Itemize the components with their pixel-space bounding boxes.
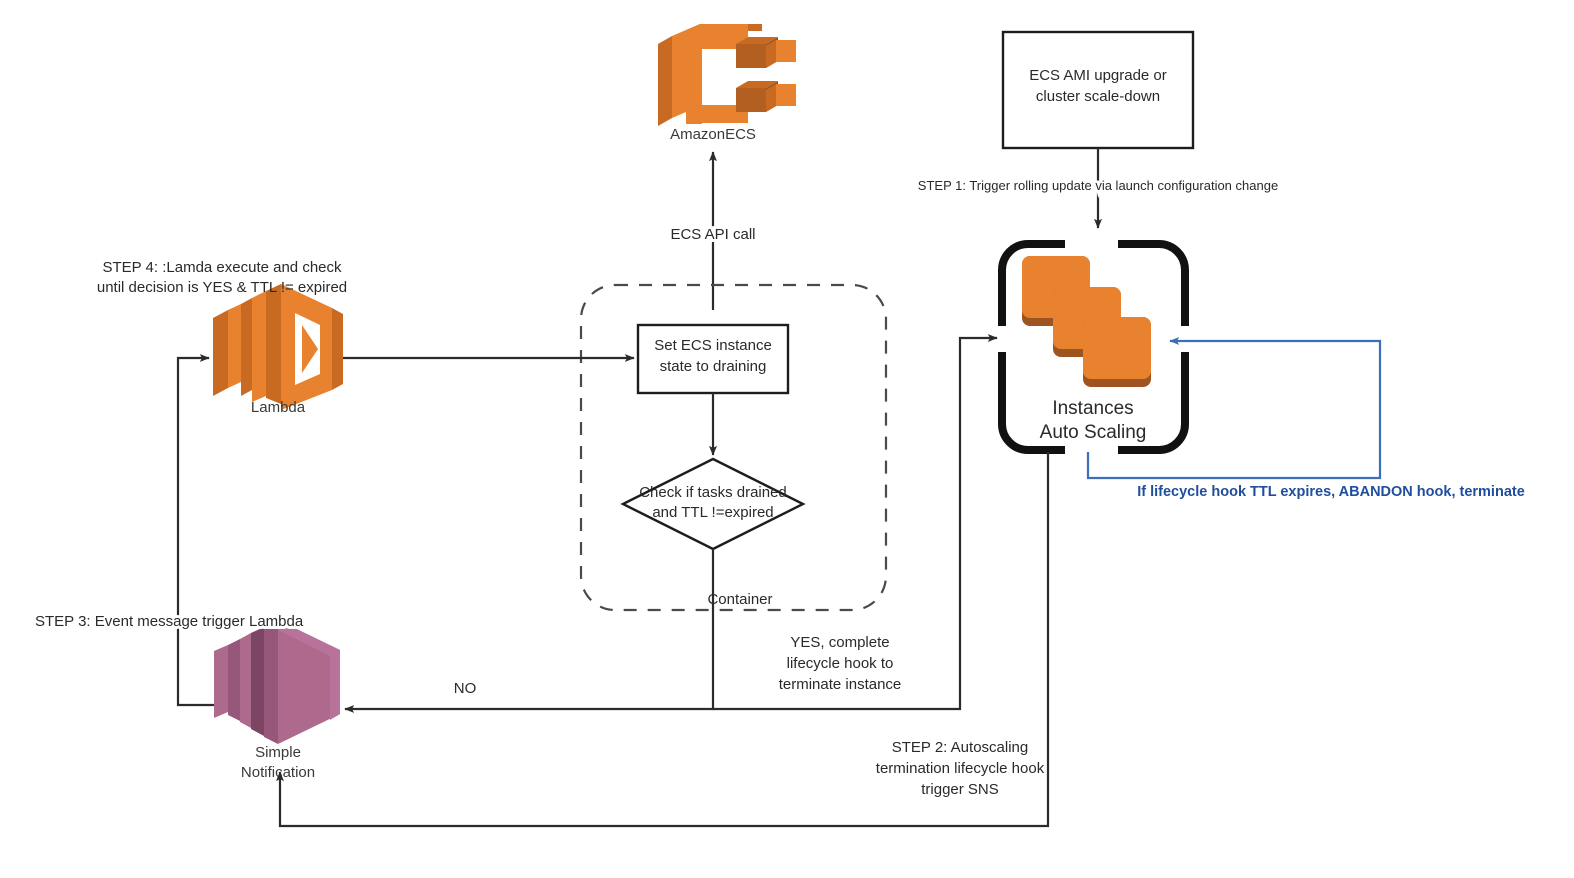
edge-label-no: NO: [454, 680, 477, 697]
edge-label-step2-line1: STEP 2: Autoscaling: [892, 739, 1028, 756]
edge-step3-sns-to-lambda: [176, 354, 214, 707]
edge-yes-branch: [713, 334, 998, 711]
edge-label-ecs-api-call: ECS API call: [670, 226, 755, 243]
edge-step2-asg-to-sns: [276, 452, 1050, 828]
sns-label-line1: Simple: [255, 744, 301, 761]
autoscaling-group-node: Instances Auto Scaling: [998, 240, 1189, 454]
edge-label-step1: STEP 1: Trigger rolling update via launc…: [918, 178, 1278, 193]
sns-label-line2: Notification: [241, 764, 315, 781]
decision-diamond-node: Check if tasks drained and TTL !=expired: [620, 457, 806, 551]
edge-label-yes-line2: lifecycle hook to: [787, 655, 894, 672]
decision-line2: and TTL !=expired: [652, 504, 773, 521]
trigger-box-node: ECS AMI upgrade or cluster scale-down: [1001, 30, 1195, 150]
edge-label-step4-line2: until decision is YES & TTL != expired: [97, 279, 347, 296]
edge-label-step2-line2: termination lifecycle hook: [876, 760, 1045, 777]
trigger-box-rect: [1001, 30, 1195, 150]
container-dashed-rect: [579, 283, 888, 612]
trigger-box-line2: cluster scale-down: [1036, 88, 1160, 105]
amazon-ecs-node: AmazonECS: [658, 24, 796, 143]
amazon-ecs-icon: [658, 24, 796, 126]
asg-label-line2: Auto Scaling: [1040, 422, 1147, 443]
aws-lambda-icon: [213, 284, 343, 410]
amazon-sns-icon: [214, 620, 340, 744]
trigger-box-line1: ECS AMI upgrade or: [1029, 67, 1167, 84]
asg-label-line1: Instances: [1052, 398, 1133, 419]
aws-lambda-node: Lambda: [213, 284, 343, 416]
edge-no-branch: [344, 549, 715, 713]
container-label: Container: [707, 591, 772, 608]
draining-box-line2: state to draining: [660, 358, 767, 375]
edge-label-yes-line1: YES, complete: [790, 634, 889, 651]
edge-label-step3: STEP 3: Event message trigger Lambda: [35, 613, 304, 630]
amazon-ecs-label: AmazonECS: [670, 126, 756, 143]
lambda-label: Lambda: [251, 399, 306, 416]
edge-label-yes-line3: terminate instance: [779, 676, 902, 693]
decision-line1: Check if tasks drained: [639, 484, 787, 501]
edge-label-step2-line3: trigger SNS: [921, 781, 999, 798]
container-group-node: Container: [579, 283, 888, 612]
edge-label-step4-line1: STEP 4: :Lamda execute and check: [102, 259, 342, 276]
draining-box-node: Set ECS instance state to draining: [636, 323, 790, 395]
ec2-instances-stack-icon: [1022, 256, 1151, 387]
draining-box-line1: Set ECS instance: [654, 337, 772, 354]
edge-label-abandon-hook: If lifecycle hook TTL expires, ABANDON h…: [1137, 484, 1525, 500]
asg-bracket-frame: [998, 240, 1189, 454]
edge-abandon-hook-blue: [1086, 337, 1382, 480]
amazon-sns-node: Simple Notification: [214, 620, 340, 781]
